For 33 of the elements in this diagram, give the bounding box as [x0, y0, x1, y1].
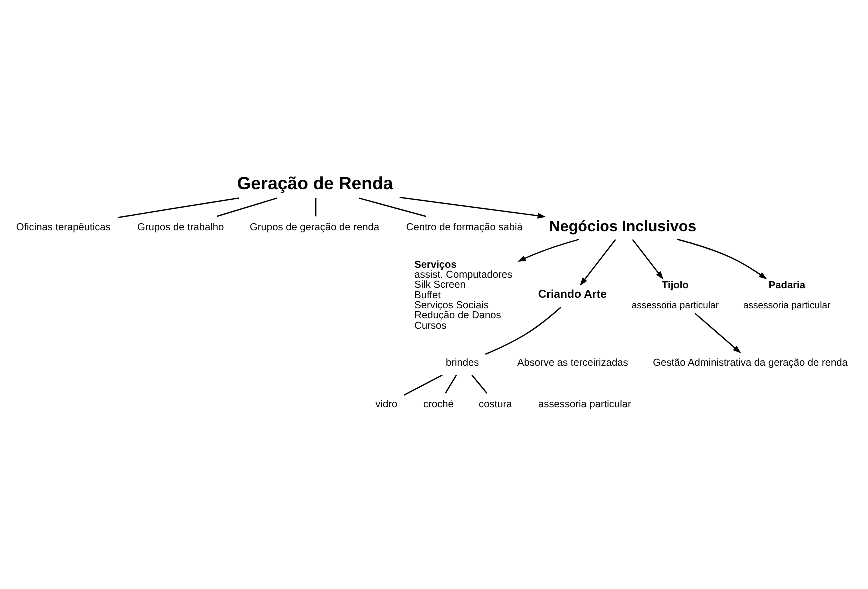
connector — [315, 198, 317, 216]
node-text: Serviços assist. Computadores Silk Screen Buffet Serviços Sociais Redução de Danos Cursos — [414, 259, 513, 332]
node-text: Padaria — [768, 280, 806, 292]
node-text: croché — [424, 398, 454, 410]
node-text: Negócios Inclusivos — [549, 218, 697, 235]
label: assessoria particular — [538, 398, 632, 410]
node-label: assessoria particular — [744, 300, 831, 311]
connector — [485, 306, 562, 355]
arrow — [518, 238, 580, 262]
connector — [404, 374, 443, 396]
node-text: Tijolo — [662, 280, 689, 292]
node-text: Geração de Renda — [237, 173, 394, 194]
connector — [216, 197, 278, 217]
node-text: Oficinas terapêuticas — [16, 222, 111, 233]
node-text: brindes — [446, 358, 480, 369]
node-text: Grupos de trabalho — [137, 222, 224, 233]
arrow — [632, 238, 664, 280]
connector — [118, 197, 240, 218]
connector — [445, 374, 458, 394]
node-text: Grupos de geração de renda — [250, 222, 380, 233]
arrow — [400, 196, 546, 218]
arrow — [677, 238, 768, 280]
connector — [358, 197, 426, 217]
node-text: vidro — [376, 398, 398, 410]
node-text: Centro de formação sabiá — [406, 222, 523, 233]
arrow — [580, 238, 616, 286]
node-text: Criando Arte — [538, 288, 607, 301]
node-text: costura — [479, 398, 512, 410]
connector — [472, 374, 488, 394]
label: Absorve as terceirizadas — [517, 358, 628, 369]
arrow — [694, 312, 742, 354]
node-label: assessoria particular — [632, 300, 720, 311]
node-text: Gestão Administrativa da geração de renda — [653, 358, 848, 369]
